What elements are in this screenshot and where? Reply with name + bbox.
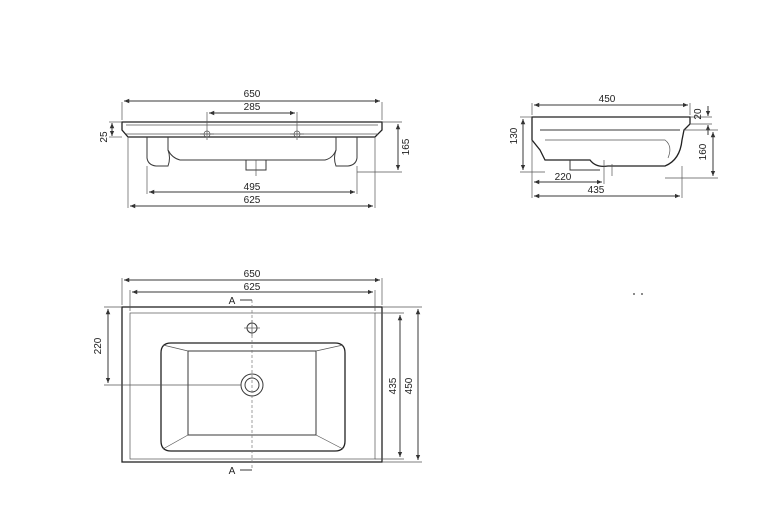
base-width-625-label: 625 — [244, 195, 261, 206]
section-label-top: A — [229, 296, 236, 307]
drain-from-back-220-label: 220 — [93, 337, 104, 354]
side-height-130-label: 130 — [509, 127, 520, 144]
top-view: A A 650 625 220 435 450 — [93, 269, 422, 477]
rim-height-25-label: 25 — [99, 131, 110, 143]
side-height-160-label: 160 — [698, 143, 709, 160]
inner-width-495-label: 495 — [244, 182, 261, 193]
top-depth-450-label: 450 — [404, 377, 415, 394]
front-width-650-label: 650 — [244, 89, 261, 100]
front-height-165-label: 165 — [401, 138, 412, 155]
stray-dots — [633, 293, 643, 295]
section-label-bottom: A — [229, 466, 236, 477]
rim-offset-20-label: 20 — [693, 108, 704, 120]
top-width-625-label: 625 — [244, 282, 261, 293]
top-depth-435-label: 435 — [388, 377, 399, 394]
tap-hole-right-icon — [290, 128, 304, 140]
front-view: 650 285 25 165 495 625 — [99, 89, 412, 209]
side-view: 450 20 130 160 220 435 — [509, 94, 718, 199]
drain-offset-220-label: 220 — [555, 172, 572, 183]
side-depth-450-label: 450 — [599, 94, 616, 105]
bowl-depth-435-label: 435 — [588, 185, 605, 196]
tap-hole-left-icon — [200, 128, 214, 140]
tap-spacing-285-label: 285 — [244, 102, 261, 113]
top-width-650-label: 650 — [244, 269, 261, 280]
